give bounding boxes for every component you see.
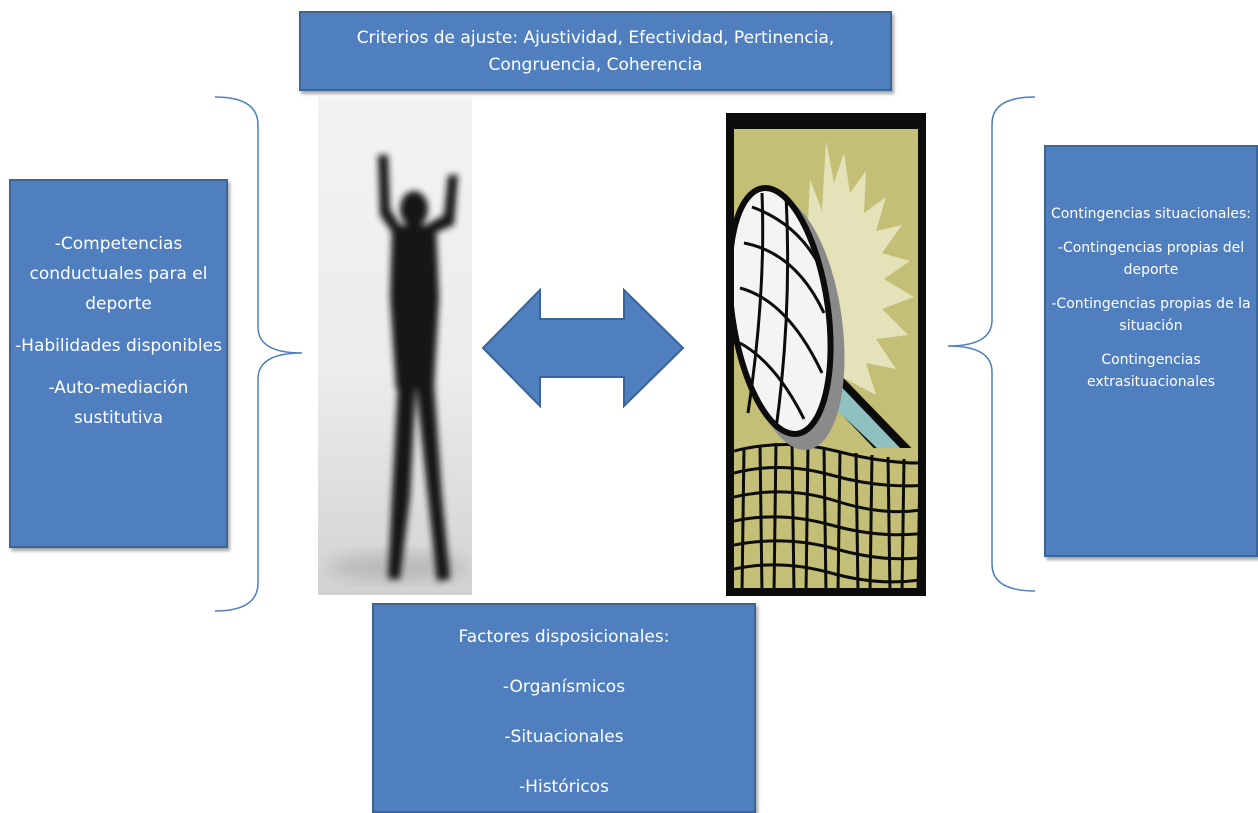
competencies-item-2: -Habilidades disponibles — [15, 336, 222, 356]
dispositional-item-2: -Situacionales — [504, 727, 624, 747]
athlete-silhouette-image — [318, 97, 472, 595]
competencies-item-3: -Auto-mediación sustitutiva — [48, 378, 189, 428]
contingencies-box: Contingencias situacionales: -Contingenc… — [1044, 145, 1258, 557]
dispositional-item-3: -Históricos — [519, 777, 609, 797]
criteria-box: Criterios de ajuste: Ajustividad, Efecti… — [299, 11, 892, 91]
right-brace — [947, 96, 1036, 592]
volleyball-net-image — [726, 113, 926, 596]
contingencies-item-1: -Contingencias propias del deporte — [1057, 240, 1245, 278]
criteria-line-2: Congruencia, Coherencia — [488, 55, 703, 75]
competencies-box: -Competencias conductuales para el depor… — [9, 179, 228, 548]
bidirectional-arrow — [481, 287, 685, 409]
contingencies-item-2: -Contingencias propias de la situación — [1051, 296, 1251, 334]
left-brace — [214, 96, 303, 612]
contingencies-title: Contingencias situacionales: — [1051, 206, 1251, 222]
criteria-line-1: Criterios de ajuste: Ajustividad, Efecti… — [356, 28, 835, 48]
competencies-item-1: -Competencias conductuales para el depor… — [29, 234, 208, 314]
contingencies-item-3: Contingencias extrasituacionales — [1086, 352, 1215, 390]
dispositional-factors-box: Factores disposicionales: -Organísmicos … — [372, 603, 756, 813]
dispositional-item-1: -Organísmicos — [502, 677, 626, 697]
dispositional-title: Factores disposicionales: — [458, 627, 670, 647]
